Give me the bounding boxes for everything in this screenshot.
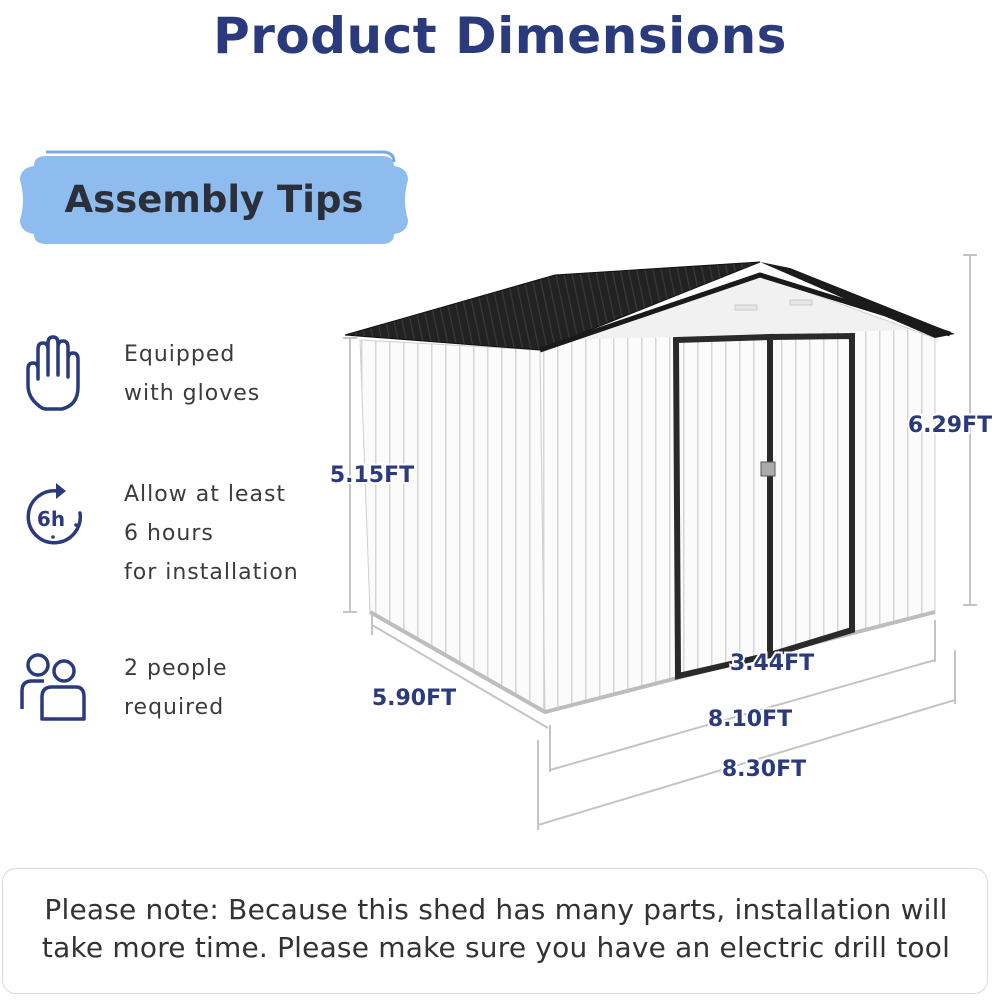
shed-illustration: 5.15FT 6.29FT 5.90FT 3.44FT 8.10FT 8.30F… xyxy=(320,245,1000,845)
depth-label: 5.90FT xyxy=(372,686,456,711)
door-width-label: 3.44FT xyxy=(730,651,814,676)
people-icon xyxy=(18,649,88,729)
note-line: Please note: Because this shed has many … xyxy=(44,893,948,926)
hand-icon xyxy=(18,335,88,415)
roof-width-label: 8.30FT xyxy=(722,757,806,782)
tip-line: Allow at least xyxy=(124,482,287,507)
tip-text: 2 people required xyxy=(124,649,228,727)
tip-line: with gloves xyxy=(124,381,261,406)
tip-line: required xyxy=(124,695,225,720)
wall-width-label: 8.10FT xyxy=(708,707,792,732)
installation-note: Please note: Because this shed has many … xyxy=(2,868,988,994)
tip-line: for installation xyxy=(124,560,299,585)
assembly-tips-badge: Assembly Tips xyxy=(16,150,412,250)
shed-doors xyxy=(672,332,855,680)
tip-line: 2 people xyxy=(124,656,228,681)
clock-label: 6h xyxy=(37,507,65,531)
tip-text: Allow at least 6 hours for installation xyxy=(124,475,299,592)
page-title: Product Dimensions xyxy=(213,7,787,65)
tip-line: Equipped xyxy=(124,342,236,367)
side-height-label: 5.15FT xyxy=(330,463,414,488)
note-line: take more time. Please make sure you hav… xyxy=(41,931,951,964)
clock-6h-icon: 6h xyxy=(18,475,88,555)
tip-line: 6 hours xyxy=(124,521,214,546)
tip-text: Equipped with gloves xyxy=(124,335,260,413)
assembly-tips-heading: Assembly Tips xyxy=(64,178,364,221)
total-height-label: 6.29FT xyxy=(908,413,992,438)
